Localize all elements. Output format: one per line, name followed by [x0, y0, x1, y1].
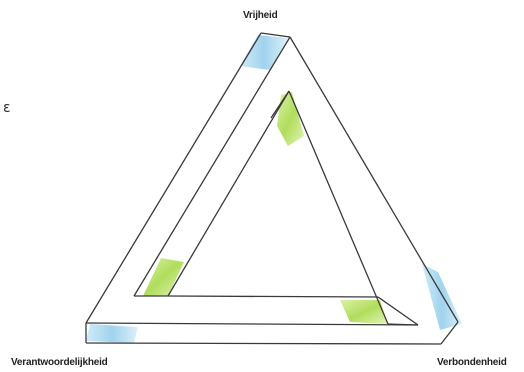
green-patch-left: [143, 258, 184, 296]
label-verbondenheid: Verbondenheid: [437, 357, 507, 368]
label-verantwoordelijkheid: Verantwoordelijkheid: [11, 357, 108, 368]
green-patch-upper: [277, 92, 304, 146]
green-patch-bottom: [340, 300, 388, 324]
label-vrijheid: Vrijheid: [243, 10, 278, 21]
blue-patch-bottom-left: [86, 324, 138, 343]
blue-patch-right: [422, 264, 462, 330]
triangle-outline: [86, 33, 458, 344]
